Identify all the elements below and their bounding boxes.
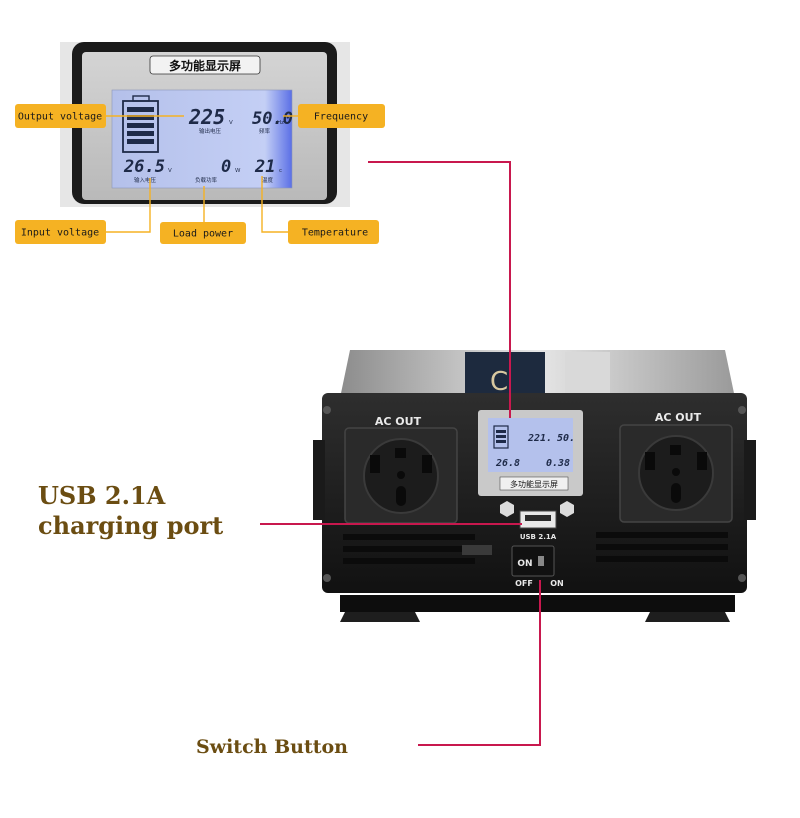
frequency-value: 50.0 <box>252 109 293 129</box>
usb-port: USB 2.1A <box>519 510 557 541</box>
input-voltage-unit: V <box>168 168 172 174</box>
temperature-value: 21 <box>254 157 275 177</box>
switch-on-caption: ON <box>550 579 564 588</box>
switch-annotation: Switch Button <box>196 736 348 758</box>
ac-out-right-label: AC OUT <box>655 411 702 424</box>
display-title: 多功能显示屏 <box>169 58 241 73</box>
output-voltage-unit: V <box>229 120 233 126</box>
callout-input-voltage: Input voltage <box>15 220 106 244</box>
svg-text:C: C <box>490 367 508 397</box>
callout-temperature: Temperature <box>288 220 379 244</box>
temperature-caption: 温度 <box>262 176 274 184</box>
mini-frequency: 50. <box>557 433 575 444</box>
pointer-switch <box>418 580 541 746</box>
usb-label: USB 2.1A <box>520 533 557 541</box>
callout-frequency-label: Frequency <box>314 112 368 123</box>
input-voltage-caption: 输入电压 <box>134 176 157 184</box>
callout-output-voltage: Output voltage <box>15 104 106 128</box>
callout-temperature-label: Temperature <box>302 228 368 239</box>
vent-grille-right <box>596 532 728 562</box>
display-closeup: 多功能显示屏 225 V 输出电压 50.0 Hz 频率 26.5 V 输入电压… <box>60 42 350 207</box>
callout-frequency: Frequency <box>298 104 385 128</box>
power-switch: ON OFF ON <box>511 545 564 588</box>
pointer-lines <box>260 161 541 746</box>
pointer-display <box>368 161 511 418</box>
callout-load-power-label: Load power <box>173 229 233 240</box>
load-power-value: 0 <box>221 157 231 177</box>
ac-out-left-label: AC OUT <box>375 415 422 428</box>
mini-output-voltage: 221. <box>527 433 552 444</box>
mini-input-voltage: 26.8 <box>495 458 520 469</box>
vent-grille-left <box>343 534 475 564</box>
output-voltage-caption: 输出电压 <box>199 127 222 135</box>
temperature-unit: c <box>279 168 282 174</box>
battery-icon <box>122 95 159 153</box>
usb-annotation-line1: USB 2.1A <box>38 481 166 510</box>
input-voltage-value: 26.5 <box>123 157 165 177</box>
frequency-unit: Hz <box>277 120 284 126</box>
callout-lines <box>106 115 298 233</box>
ac-outlet-right: AC OUT <box>619 411 733 523</box>
usb-annotation-line2: charging port <box>38 511 223 540</box>
load-power-caption: 负载功率 <box>195 176 218 184</box>
frequency-caption: 频率 <box>259 127 271 135</box>
load-power-unit: W <box>235 168 241 174</box>
mini-load-power: 0.38 <box>546 458 570 469</box>
ac-outlet-left: AC OUT <box>344 415 458 524</box>
inverter-unit: C AC OUT AC OUT <box>313 350 756 622</box>
switch-off-caption: OFF <box>515 579 533 588</box>
mini-display-title: 多功能显示屏 <box>510 479 558 489</box>
switch-on-text: ON <box>517 559 532 569</box>
mini-display: 221. 50. 26.8 0.38 多功能显示屏 <box>478 410 583 496</box>
display-title-box <box>149 55 261 75</box>
callout-load-power: Load power <box>160 222 246 244</box>
output-voltage-value: 225 <box>188 105 225 129</box>
callout-output-voltage-label: Output voltage <box>18 112 102 123</box>
callout-input-voltage-label: Input voltage <box>21 228 99 239</box>
